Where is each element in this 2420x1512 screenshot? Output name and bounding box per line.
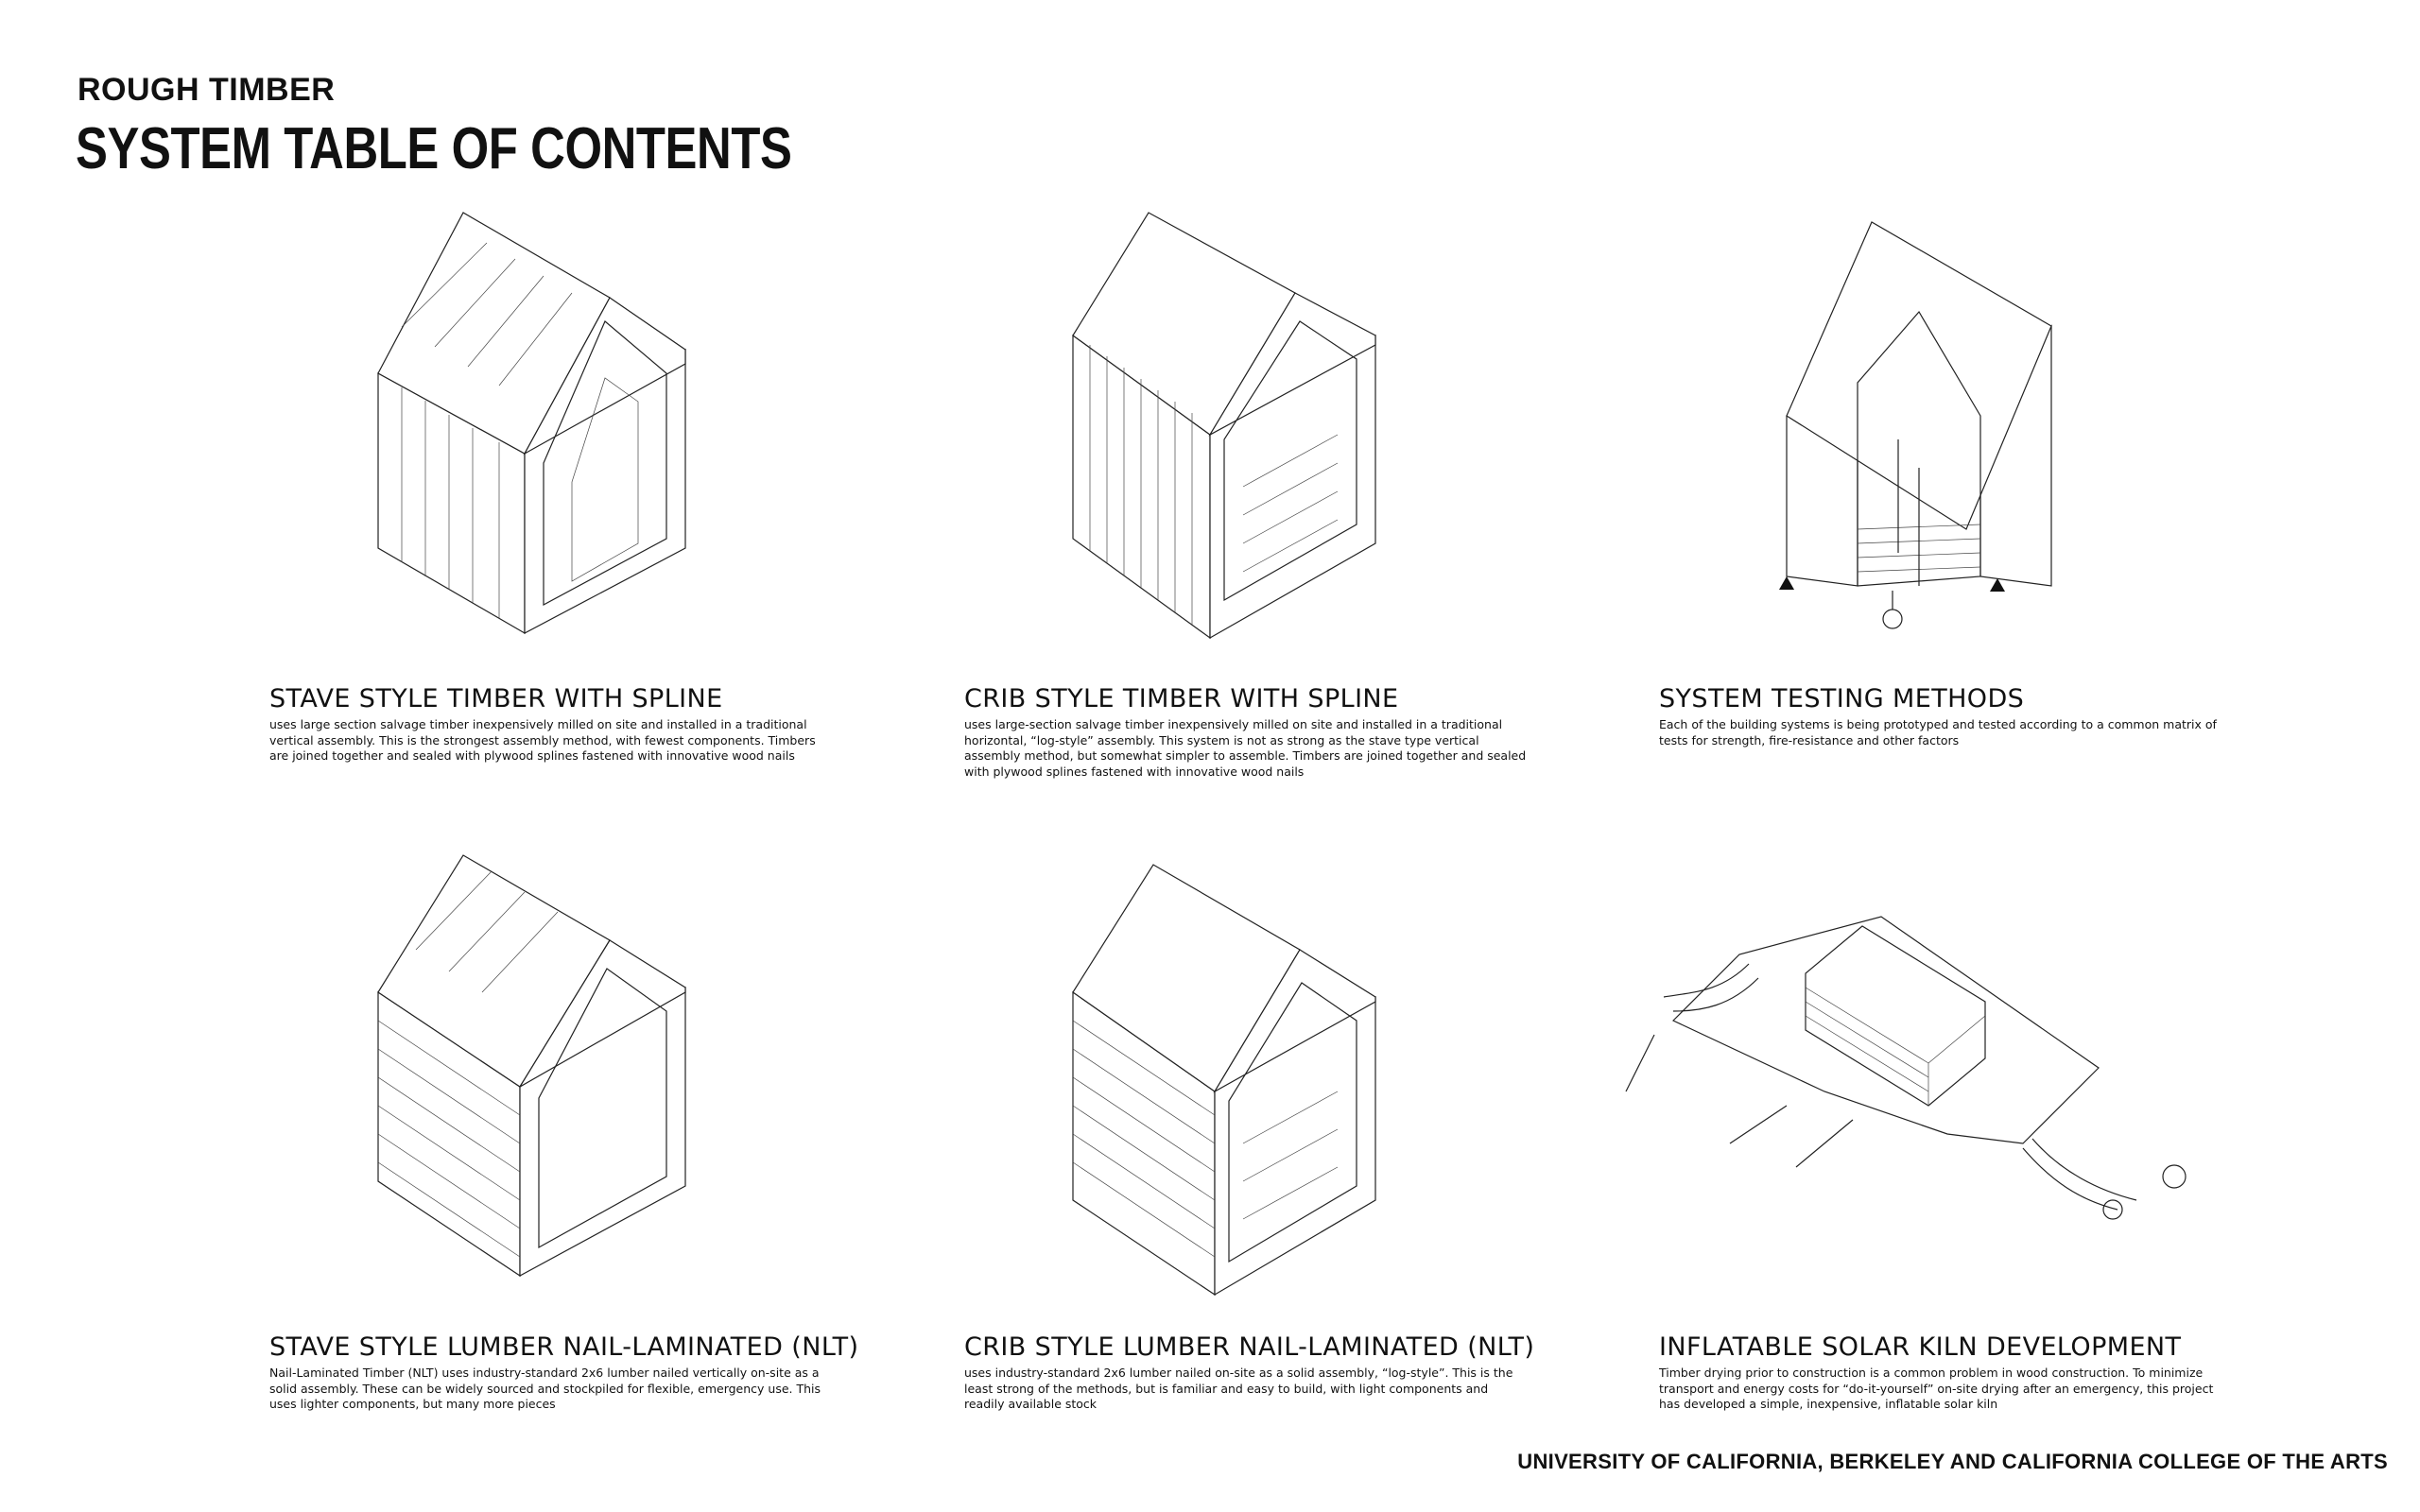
- caption-crib-timber: CRIB STYLE TIMBER WITH SPLINE uses large…: [964, 684, 1531, 780]
- system-title: INFLATABLE SOLAR KILN DEVELOPMENT: [1659, 1332, 2182, 1362]
- system-description: uses large-section salvage timber inexpe…: [964, 717, 1527, 779]
- solar-kiln-illustration: [1625, 916, 2187, 1220]
- system-panel-stave-nlt: [359, 850, 718, 1295]
- caption-solar-kiln: INFLATABLE SOLAR KILN DEVELOPMENT Timber…: [1659, 1332, 2226, 1413]
- caption-crib-nlt: CRIB STYLE LUMBER NAIL-LAMINATED (NLT) u…: [964, 1332, 1534, 1413]
- system-title: STAVE STYLE TIMBER WITH SPLINE: [269, 684, 723, 713]
- system-panel-crib-nlt: [1054, 860, 1413, 1304]
- system-title: SYSTEM TESTING METHODS: [1659, 684, 2025, 713]
- system-description: Each of the building systems is being pr…: [1659, 717, 2217, 747]
- caption-testing: SYSTEM TESTING METHODS Each of the build…: [1659, 684, 2226, 748]
- caption-stave-timber: STAVE STYLE TIMBER WITH SPLINE uses larg…: [269, 684, 837, 765]
- system-panel-crib-timber: [1054, 203, 1413, 647]
- caption-stave-nlt: STAVE STYLE LUMBER NAIL-LAMINATED (NLT) …: [269, 1332, 858, 1413]
- stave-vertical-boards: [401, 242, 573, 618]
- crib-slats: [1089, 345, 1339, 625]
- system-title: CRIB STYLE LUMBER NAIL-LAMINATED (NLT): [964, 1332, 1535, 1362]
- crib-nlt-lines: [1072, 1020, 1339, 1258]
- header-eyebrow: ROUGH TIMBER: [78, 72, 336, 108]
- stave-nlt-illustration: [377, 854, 686, 1278]
- kiln-lumber-stack: [1805, 925, 1986, 1107]
- system-description: Timber drying prior to construction is a…: [1659, 1366, 2214, 1411]
- crib-nlt-illustration: [1072, 864, 1376, 1297]
- system-panel-solar-kiln: [1607, 888, 2212, 1247]
- system-title: STAVE STYLE LUMBER NAIL-LAMINATED (NLT): [269, 1332, 859, 1362]
- system-description: Nail-Laminated Timber (NLT) uses industr…: [269, 1366, 821, 1411]
- testing-frame-illustration: [1779, 221, 2052, 629]
- system-description: uses large section salvage timber inexpe…: [269, 717, 816, 763]
- footer-credit: UNIVERSITY OF CALIFORNIA, BERKELEY AND C…: [1517, 1450, 2388, 1473]
- stave-timber-illustration: [377, 212, 686, 635]
- system-title: CRIB STYLE TIMBER WITH SPLINE: [964, 684, 1399, 713]
- crib-timber-illustration: [1072, 212, 1376, 640]
- system-panel-testing: [1777, 217, 2061, 633]
- system-panel-stave-timber: [359, 198, 718, 643]
- system-description: uses industry-standard 2x6 lumber nailed…: [964, 1366, 1513, 1411]
- page-title: SYSTEM TABLE OF CONTENTS: [76, 116, 792, 181]
- nlt-horizontal-lines: [377, 870, 559, 1258]
